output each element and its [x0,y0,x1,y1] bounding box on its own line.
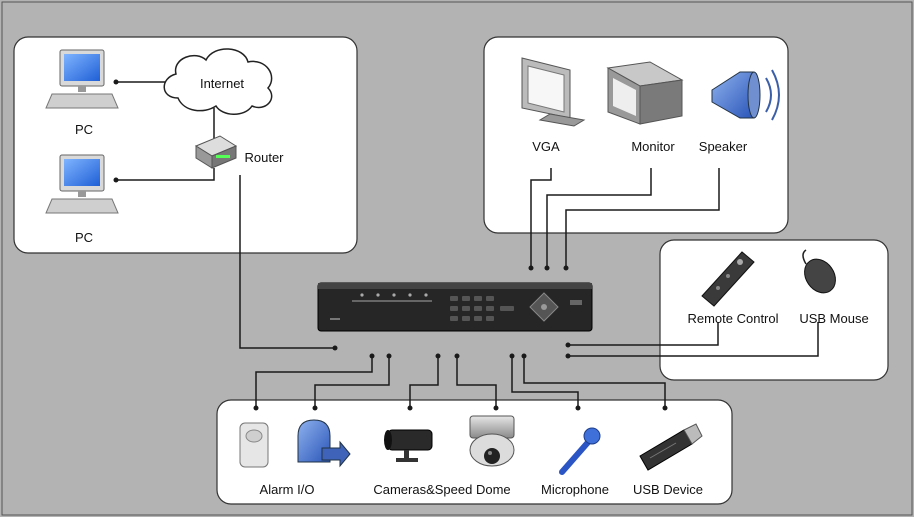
alarm-sensor-icon [239,422,269,468]
alarm-output-icon [297,419,351,468]
alarm-io-label: Alarm I/O [260,482,315,497]
pc-bottom-icon [45,154,119,214]
usb-device-icon [639,423,703,471]
speaker-icon [711,69,780,121]
router-label: Router [244,150,284,165]
monitor-label: Monitor [631,139,675,154]
usb-mouse-icon [802,249,836,294]
usb-mouse-label: USB Mouse [799,311,868,326]
internet-label: Internet [200,76,244,91]
vga-monitor-icon [521,57,586,127]
usb-device-label: USB Device [633,482,703,497]
dvr-device [317,282,593,332]
cameras-label: Cameras&Speed Dome [373,482,510,497]
speed-dome-icon [469,415,515,467]
vga-label: VGA [532,139,560,154]
speaker-label: Speaker [699,139,748,154]
connection-dots [113,79,668,411]
microphone-icon [559,427,601,475]
pc-top-label: PC [75,122,93,137]
control-panel [659,239,889,381]
crt-monitor-icon [606,61,684,125]
connection-lines [116,81,819,408]
internet-cloud-icon [163,48,273,115]
pc-bottom-label: PC [75,230,93,245]
bullet-camera-icon [384,429,433,462]
microphone-label: Microphone [541,482,609,497]
remote-control-label: Remote Control [687,311,778,326]
router-icon [194,135,238,169]
pc-top-icon [45,49,119,109]
remote-control-icon [701,251,755,307]
